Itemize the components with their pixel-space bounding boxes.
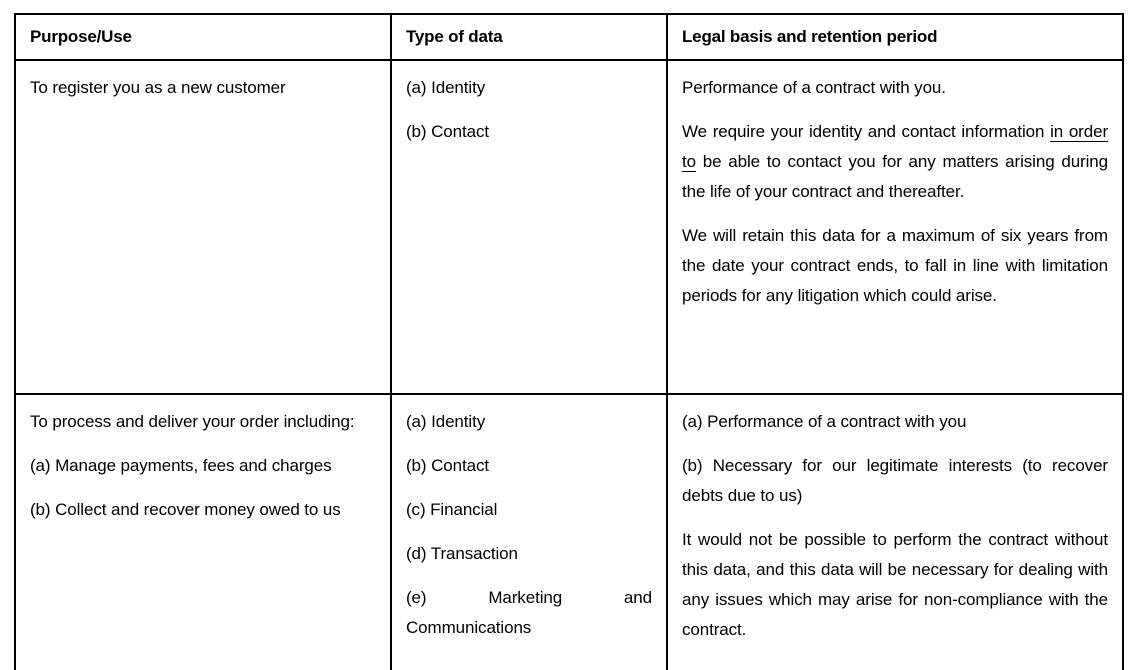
cell-type-of-data-row-2: (a) Identity (b) Contact (c) Financial (… — [390, 393, 668, 670]
column-header-purpose: Purpose/Use — [14, 12, 392, 62]
purpose-paragraph: To register you as a new customer — [30, 78, 286, 98]
data-processing-table: Purpose/Use Type of data Legal basis and… — [14, 12, 1124, 670]
legal-paragraph: (a) Performance of a contract with you — [682, 412, 967, 432]
type-of-data-list-row-2: (a) Identity (b) Contact (c) Financial (… — [406, 407, 652, 642]
cell-purpose-row-1: To register you as a new customer — [14, 59, 392, 396]
list-item: (b) Contact — [406, 122, 489, 142]
legal-paragraph-with-suggestion: We require your identity and contact inf… — [682, 117, 1108, 207]
cell-legal-basis-row-2: (a) Performance of a contract with you (… — [666, 393, 1124, 670]
legal-paragraph: It would not be possible to perform the … — [682, 529, 1108, 639]
list-item: (a) Identity — [406, 78, 486, 98]
legal-paragraph: We will retain this data for a maximum o… — [682, 225, 1108, 305]
cell-legal-basis-row-1: Performance of a contract with you. We r… — [666, 59, 1124, 396]
list-item: (a) Identity — [406, 412, 486, 432]
list-item: (b) Contact — [406, 456, 489, 476]
cell-purpose-row-2: To process and deliver your order includ… — [14, 393, 392, 670]
purpose-paragraph: (a) Manage payments, fees and charges — [30, 456, 332, 476]
legal-paragraph: Performance of a contract with you. — [682, 78, 946, 98]
column-header-type-of-data: Type of data — [390, 12, 668, 62]
suggestion-text-before: We require your identity and contact inf… — [682, 122, 1051, 142]
list-item: (e) Marketing and Communications — [406, 587, 652, 637]
legal-paragraph: (b) Necessary for our legitimate interes… — [682, 456, 1108, 506]
table-header: Purpose/Use Type of data Legal basis and… — [14, 12, 1124, 62]
purpose-paragraph: To process and deliver your order includ… — [30, 412, 355, 432]
table-header-row: Purpose/Use Type of data Legal basis and… — [14, 12, 1124, 62]
purpose-paragraph: (b) Collect and recover money owed to us — [30, 500, 341, 520]
suggestion-text-after: be able to contact you for any matters a… — [682, 152, 1108, 201]
table-row: To register you as a new customer (a) Id… — [14, 59, 1124, 396]
table-row: To process and deliver your order includ… — [14, 393, 1124, 670]
purpose-text-row-2: To process and deliver your order includ… — [30, 407, 376, 525]
list-item: (d) Transaction — [406, 543, 518, 563]
list-item: (c) Financial — [406, 500, 498, 520]
legal-basis-text-row-1: Performance of a contract with you. We r… — [682, 73, 1108, 310]
purpose-text-row-1: To register you as a new customer — [30, 73, 376, 103]
table-body: To register you as a new customer (a) Id… — [14, 59, 1124, 670]
legal-basis-text-row-2: (a) Performance of a contract with you (… — [682, 407, 1108, 644]
grammar-suggestion-marker[interactable]: in order to — [682, 122, 1109, 173]
column-header-legal-basis: Legal basis and retention period — [666, 12, 1124, 62]
type-of-data-list-row-1: (a) Identity (b) Contact — [406, 73, 652, 147]
cell-type-of-data-row-1: (a) Identity (b) Contact — [390, 59, 668, 396]
